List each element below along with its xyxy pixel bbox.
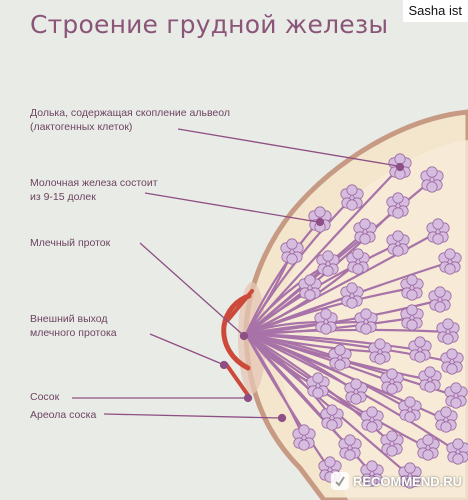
duct-branch: [244, 298, 442, 336]
lobule: [386, 230, 410, 257]
gland-marker: [315, 217, 325, 227]
lobule: [426, 218, 450, 245]
lobule: [280, 238, 304, 265]
duct-branch: [244, 332, 332, 472]
recommend-logo-icon: [330, 472, 349, 490]
lobule: [346, 248, 370, 275]
lobule: [340, 282, 364, 309]
lobule: [444, 382, 468, 409]
duct-branch: [244, 320, 368, 336]
lobule: [436, 318, 460, 345]
lobule: [446, 438, 468, 465]
lobule: [420, 166, 444, 193]
duct-marker: [239, 331, 249, 341]
duct-branch: [244, 218, 322, 336]
user-tag: Sasha ist: [402, 0, 468, 22]
lobule: [360, 406, 384, 433]
lobule: [328, 344, 352, 371]
lobule: [386, 192, 410, 219]
lobule-marker: [395, 162, 405, 172]
lobule: [306, 372, 330, 399]
label-duct: Млечный проток: [30, 237, 111, 249]
lobule: [416, 434, 440, 461]
lobule: [354, 308, 378, 335]
lobule: [400, 304, 424, 331]
lobule: [316, 250, 340, 277]
lobule: [418, 366, 442, 393]
lobule: [314, 308, 338, 335]
duct-branch: [244, 328, 450, 336]
lobule: [428, 286, 452, 313]
lobule: [380, 368, 404, 395]
duct-branch: [244, 332, 430, 450]
lobules: [280, 153, 468, 489]
label-gland: Молочная железа состоит из 9-15 долек: [30, 177, 158, 203]
label-nipple: Сосок: [30, 391, 60, 403]
areola-marker: [277, 413, 287, 423]
page-title: Строение грудной железы: [30, 10, 389, 39]
lobule: [398, 462, 422, 489]
lobule: [380, 430, 404, 457]
label-duct-outlet: Внешний выход млечного протока: [30, 313, 117, 339]
nipple-marker: [243, 393, 253, 403]
lobule: [292, 424, 316, 451]
leader-lines: [72, 128, 405, 423]
lobule: [368, 338, 392, 365]
lobule: [440, 348, 464, 375]
areola-edge-lower: [224, 362, 252, 400]
label-areola: Ареола соска: [30, 409, 97, 421]
duct-outlet-marker: [219, 360, 229, 370]
lobule: [360, 460, 384, 487]
label-lobule: Долька, содержащая скопление альвеол (ла…: [30, 107, 231, 133]
lobule: [408, 336, 432, 363]
lobule: [340, 184, 364, 211]
duct-branch: [244, 286, 414, 336]
areola-edge-upper: [226, 289, 254, 322]
watermark: RECOMMEND.RU: [330, 472, 462, 490]
lobule: [398, 396, 422, 423]
nipple: [221, 293, 252, 371]
lobule: [298, 274, 322, 301]
lobule: [434, 406, 458, 433]
lobule: [400, 274, 424, 301]
duct-branch: [244, 332, 374, 476]
duct-branch: [244, 332, 412, 478]
lobule: [438, 248, 462, 275]
lobule: [320, 404, 344, 431]
watermark-text: RECOMMEND.RU: [352, 473, 462, 489]
lobule: [344, 378, 368, 405]
lobule: [338, 434, 362, 461]
lobule: [353, 218, 377, 245]
